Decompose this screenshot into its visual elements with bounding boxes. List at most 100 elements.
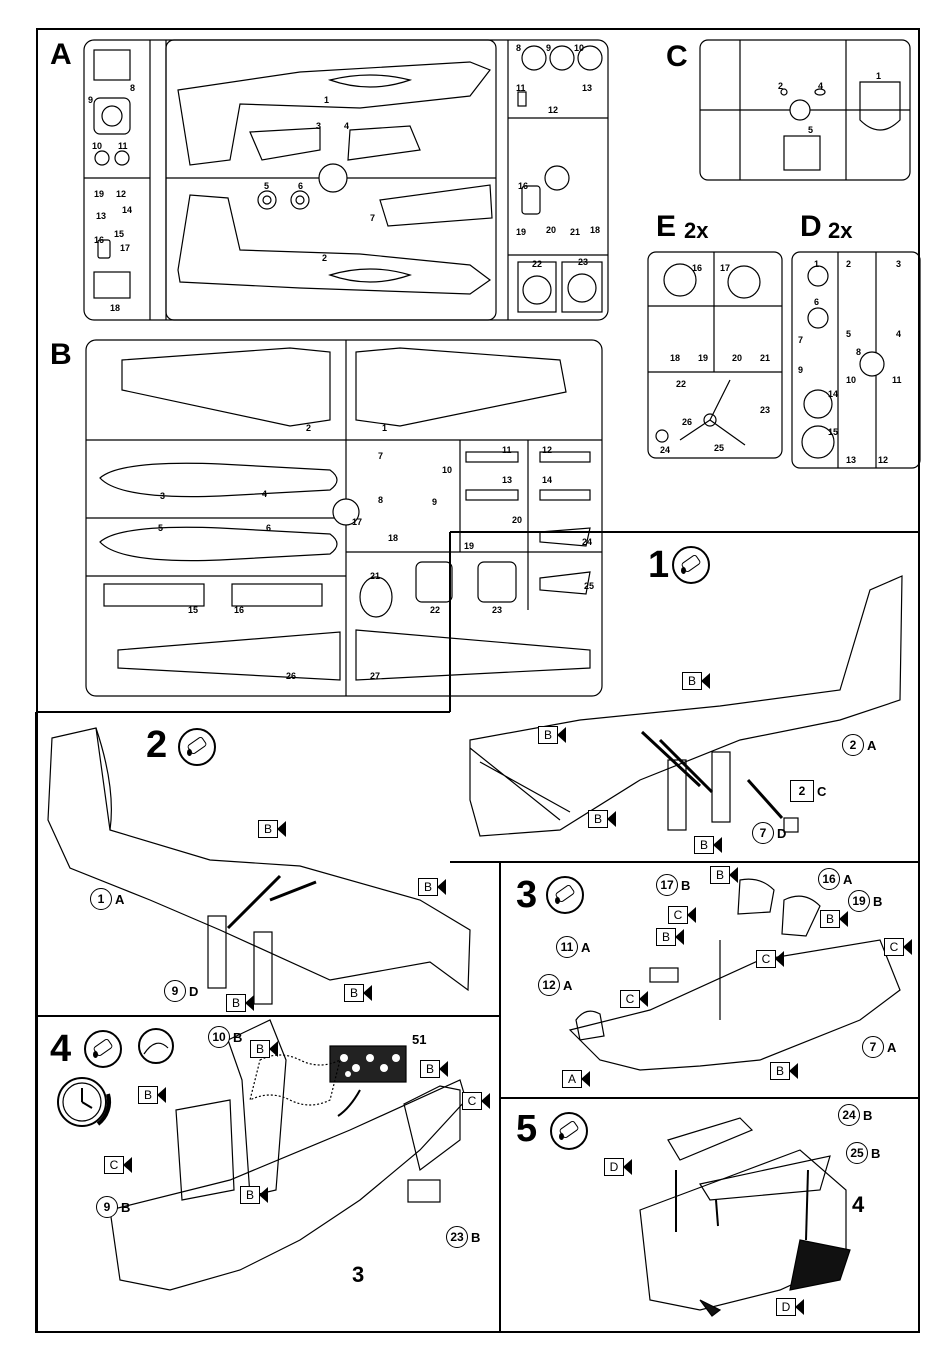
part-number: 17 (352, 517, 363, 527)
step-5-number: 5 (516, 1108, 538, 1150)
part-number: 12 (116, 189, 127, 199)
part-number: 8 (378, 495, 384, 505)
part-number: 5 (158, 523, 164, 533)
sprue-c-flag: C (104, 1156, 132, 1174)
part-number: 9 (432, 497, 438, 507)
sprue-b-flag: B (418, 878, 446, 896)
part-number: 2 (322, 253, 328, 263)
page-border (36, 28, 920, 1333)
part-number: 22 (676, 379, 687, 389)
part-number: 22 (532, 259, 543, 269)
sprue-b-flag: B (250, 1040, 278, 1058)
sprue-b-flag: B (770, 1062, 798, 1080)
part-number: 16 (692, 263, 703, 273)
part-number: 19 (516, 227, 527, 237)
part-number: 10 (92, 141, 103, 151)
part-number: 6 (298, 181, 304, 191)
part-number: 13 (96, 211, 107, 221)
part-number: 2 (778, 81, 784, 91)
part-number: 13 (582, 83, 593, 93)
part-number: 11 (516, 83, 526, 93)
sprue-b-letter: B (50, 338, 72, 371)
part-number: 11 (118, 141, 128, 151)
part-number: 23 (578, 257, 589, 267)
part-number: 22 (430, 605, 441, 615)
part-number: 17 (120, 243, 131, 253)
part-number: 2 (846, 259, 852, 269)
part-number: 26 (286, 671, 297, 681)
sprue-c-flag: C (668, 906, 696, 924)
sprue-b-flag: B (682, 672, 710, 690)
part-number: 25 (584, 581, 595, 591)
step-ref-number: 3 (352, 1262, 365, 1287)
part-number: 9 (88, 95, 94, 105)
sprue-b-flag: B (344, 984, 372, 1002)
part-number: 1 (324, 95, 330, 105)
part-number: 16 (234, 605, 245, 615)
sprue-d-flag: D (776, 1298, 804, 1316)
sprue-d-letter: D (800, 210, 822, 243)
part-number: 10 (846, 375, 857, 385)
sprue-b-flag: B (226, 994, 254, 1012)
sprue-d-qty: 2x (828, 218, 853, 243)
part-number: 4 (262, 489, 268, 499)
part-number: 24 (660, 445, 671, 455)
glue-icon (84, 1030, 122, 1068)
part-number: 12 (542, 445, 553, 455)
part-number: 4 (344, 121, 350, 131)
part-number: 21 (760, 353, 771, 363)
sprue-b-flag: B (538, 726, 566, 744)
part-number: 9 (798, 365, 804, 375)
glue-icon (672, 546, 710, 584)
part-number: 3 (316, 121, 322, 131)
part-number: 11 (892, 375, 902, 385)
part-number: 23 (760, 405, 771, 415)
part-number: 21 (570, 227, 581, 237)
sprue-b-flag: B (710, 866, 738, 884)
part-number: 4 (818, 81, 824, 91)
step-3-number: 3 (516, 874, 538, 916)
sprue-c-flag: C (620, 990, 648, 1008)
part-number: 15 (828, 427, 839, 437)
glue-icon (550, 1112, 588, 1150)
part-number: 14 (828, 389, 839, 399)
part-number: 19 (464, 541, 475, 551)
part-number: 11 (502, 445, 512, 455)
part-number: 18 (388, 533, 399, 543)
part-number: 27 (370, 671, 381, 681)
part-number: 14 (542, 475, 553, 485)
sprue-b-flag: B (258, 820, 286, 838)
part-number: 15 (188, 605, 199, 615)
sprue-b-flag: B (694, 836, 722, 854)
part-number: 12 (878, 455, 889, 465)
part-number: 19 (698, 353, 709, 363)
glue-icon (546, 876, 584, 914)
sprue-c-flag: C (756, 950, 784, 968)
part-number: 1 (814, 259, 820, 269)
sprue-b-flag: B (138, 1086, 166, 1104)
part-number: 8 (516, 43, 522, 53)
part-number: 17 (720, 263, 731, 273)
decal-callout: 51 (412, 1032, 427, 1047)
sprue-c-flag: C (462, 1092, 490, 1110)
part-number: 18 (110, 303, 121, 313)
part-number: 18 (590, 225, 601, 235)
part-number: 20 (732, 353, 743, 363)
sprue-b-flag: B (240, 1186, 268, 1204)
step-ref-number: 4 (852, 1192, 865, 1217)
step-2-number: 2 (146, 724, 168, 766)
part-number: 13 (846, 455, 857, 465)
part-number: 15 (114, 229, 125, 239)
sprue-c-letter: C (666, 40, 688, 73)
part-number: 3 (160, 491, 166, 501)
sprue-b-flag: B (420, 1060, 448, 1078)
part-number: 5 (846, 329, 852, 339)
